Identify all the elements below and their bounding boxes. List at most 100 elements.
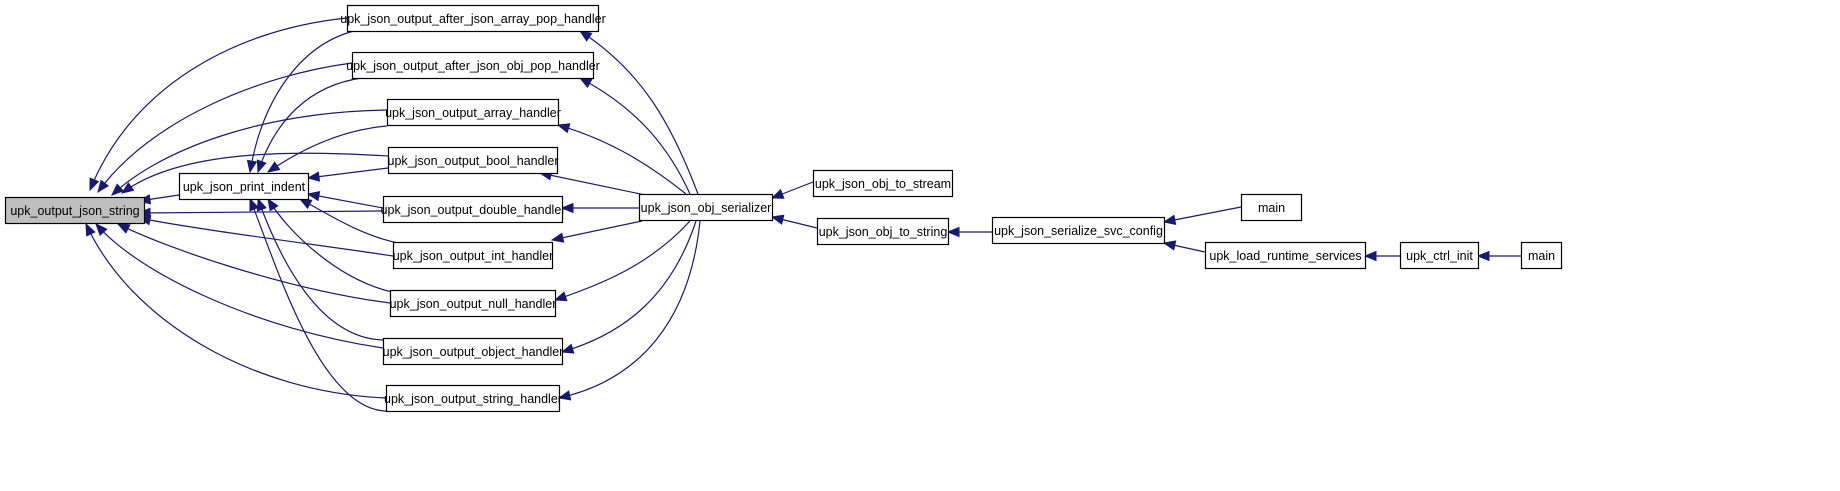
node-upk-json-output-null-handler[interactable]: upk_json_output_null_handler [389,289,557,318]
nodes-layer: upk_output_json_string upk_json_print_ind… [4,4,1563,413]
edge-line [249,198,391,412]
node-box[interactable] [386,98,560,127]
node-upk-json-print-indent[interactable]: upk_json_print_indent [178,172,310,201]
edge-n_array-to-n_indent [266,125,388,173]
edge-arrowhead [267,197,279,212]
edge-n_serializer-to-n_object [560,220,697,354]
node-box[interactable] [4,196,146,225]
edge-arrowhead [770,214,785,225]
edge-line [579,30,699,195]
edge-line [561,220,697,353]
node-upk-json-obj-to-stream[interactable]: upk_json_obj_to_stream [812,169,954,198]
node-upk-json-output-array-handler[interactable]: upk_json_output_array_handler [385,98,561,127]
edge-arrowhead [246,159,258,174]
edge-arrowhead [111,183,125,196]
node-box[interactable] [178,172,310,201]
edge-arrowhead [256,159,267,174]
node-upk-json-output-bool-handler[interactable]: upk_json_output_bool_handler [387,146,559,175]
node-box[interactable] [991,216,1166,245]
node-box[interactable] [389,289,557,318]
edge-n_serializer-to-n_bool [538,170,651,197]
edge-arrowhead [116,223,131,234]
node-label: upk_json_obj_serializer [641,201,772,215]
edge-arrowhead [85,222,96,237]
node-upk-output-json-string[interactable]: upk_output_json_string [4,196,146,225]
edge-n_main2-to-n_ctrl_init [1476,250,1521,262]
edge-n_after_arr-to-n_indent [246,30,355,174]
edge-arrowhead [306,171,321,182]
edge-n_string-to-n_root [85,222,387,399]
edge-n_ctrl_init-to-n_load_rt [1363,250,1400,262]
edge-n_serializer-to-n_after_obj [578,77,691,195]
node-label: upk_json_output_after_json_obj_pop_handl… [346,59,600,73]
edge-line [85,223,387,399]
edge-n_serializer-to-n_string [557,220,701,401]
node-upk-json-obj-serializer[interactable]: upk_json_obj_serializer [638,193,774,222]
node-box[interactable] [816,217,950,246]
edge-line [539,172,651,197]
node-upk-load-runtime-services[interactable]: upk_load_runtime_services [1204,241,1367,270]
node-box[interactable] [1204,241,1367,270]
node-upk-json-output-double-handler[interactable]: upk_json_output_double_handler [381,195,566,224]
edge-n_to_stream-to-n_serializer [770,181,814,199]
edge-arrowhead [556,123,571,134]
edge-arrowhead [553,291,568,302]
node-upk-json-output-after-json-array-pop-handler[interactable]: upk_json_output_after_json_array_pop_han… [340,4,606,33]
node-upk-json-output-int-handler[interactable]: upk_json_output_int_handler [392,241,554,270]
edge-n_after_arr-to-n_root [89,17,348,192]
edge-arrowhead [946,226,960,238]
node-label: upk_json_serialize_svc_config [994,224,1163,238]
node-box[interactable] [346,4,600,33]
node-label: upk_output_json_string [10,204,139,218]
node-box[interactable] [812,169,954,198]
node-label: upk_json_obj_to_string [819,225,948,239]
node-upk-json-serialize-svc-config[interactable]: upk_json_serialize_svc_config [991,216,1166,245]
node-main[interactable]: main [1240,193,1303,222]
edge-line [557,124,687,195]
edge-arrowhead [1162,214,1177,225]
edge-line [97,62,353,193]
node-label: upk_json_print_indent [183,180,306,194]
node-box[interactable] [387,146,559,175]
edge-n_int-to-n_root [137,215,394,257]
node-upk-ctrl-init[interactable]: upk_ctrl_init [1399,241,1480,270]
edge-arrowhead [298,198,313,210]
node-box[interactable] [1240,193,1303,222]
edge-arrowhead [249,197,260,212]
node-upk-json-obj-to-string[interactable]: upk_json_obj_to_string [816,217,950,246]
edge-arrowhead [97,179,110,194]
node-box[interactable] [385,384,561,413]
node-upk-json-output-after-json-obj-pop-handler[interactable]: upk_json_output_after_json_obj_pop_handl… [346,51,600,80]
edge-n_load_rt-to-n_svc_config [1162,240,1206,253]
node-upk-json-output-object-handler[interactable]: upk_json_output_object_handler [382,337,564,366]
node-label: upk_json_output_null_handler [390,297,557,311]
edge-n_serializer-to-n_null [553,220,691,302]
edge-arrowhead [560,343,575,354]
node-label: upk_json_output_int_handler [393,249,554,263]
node-label: upk_json_output_after_json_array_pop_han… [340,12,605,26]
node-label: upk_json_output_array_handler [385,106,561,120]
edge-arrowhead [1363,250,1377,262]
node-box[interactable] [351,51,595,80]
node-box[interactable] [382,337,564,366]
node-label: upk_json_obj_to_stream [815,177,951,191]
edge-line [1163,206,1242,223]
node-box[interactable] [392,241,554,270]
edge-arrowhead [257,197,267,212]
edge-line [111,109,388,196]
edge-n_null-to-n_indent [267,197,393,293]
node-main[interactable]: main [1520,241,1563,270]
node-box[interactable] [1520,241,1563,270]
edge-line [95,223,384,349]
node-box[interactable] [638,193,774,222]
edge-line [121,152,389,194]
edge-line [89,17,348,191]
edge-arrowhead [1162,240,1177,251]
node-label: main [1528,249,1555,263]
node-box[interactable] [382,195,564,224]
edge-line [249,30,355,173]
edge-arrowhead [578,77,593,89]
node-upk-json-output-string-handler[interactable]: upk_json_output_string_handler [384,384,562,413]
node-box[interactable] [1399,241,1480,270]
